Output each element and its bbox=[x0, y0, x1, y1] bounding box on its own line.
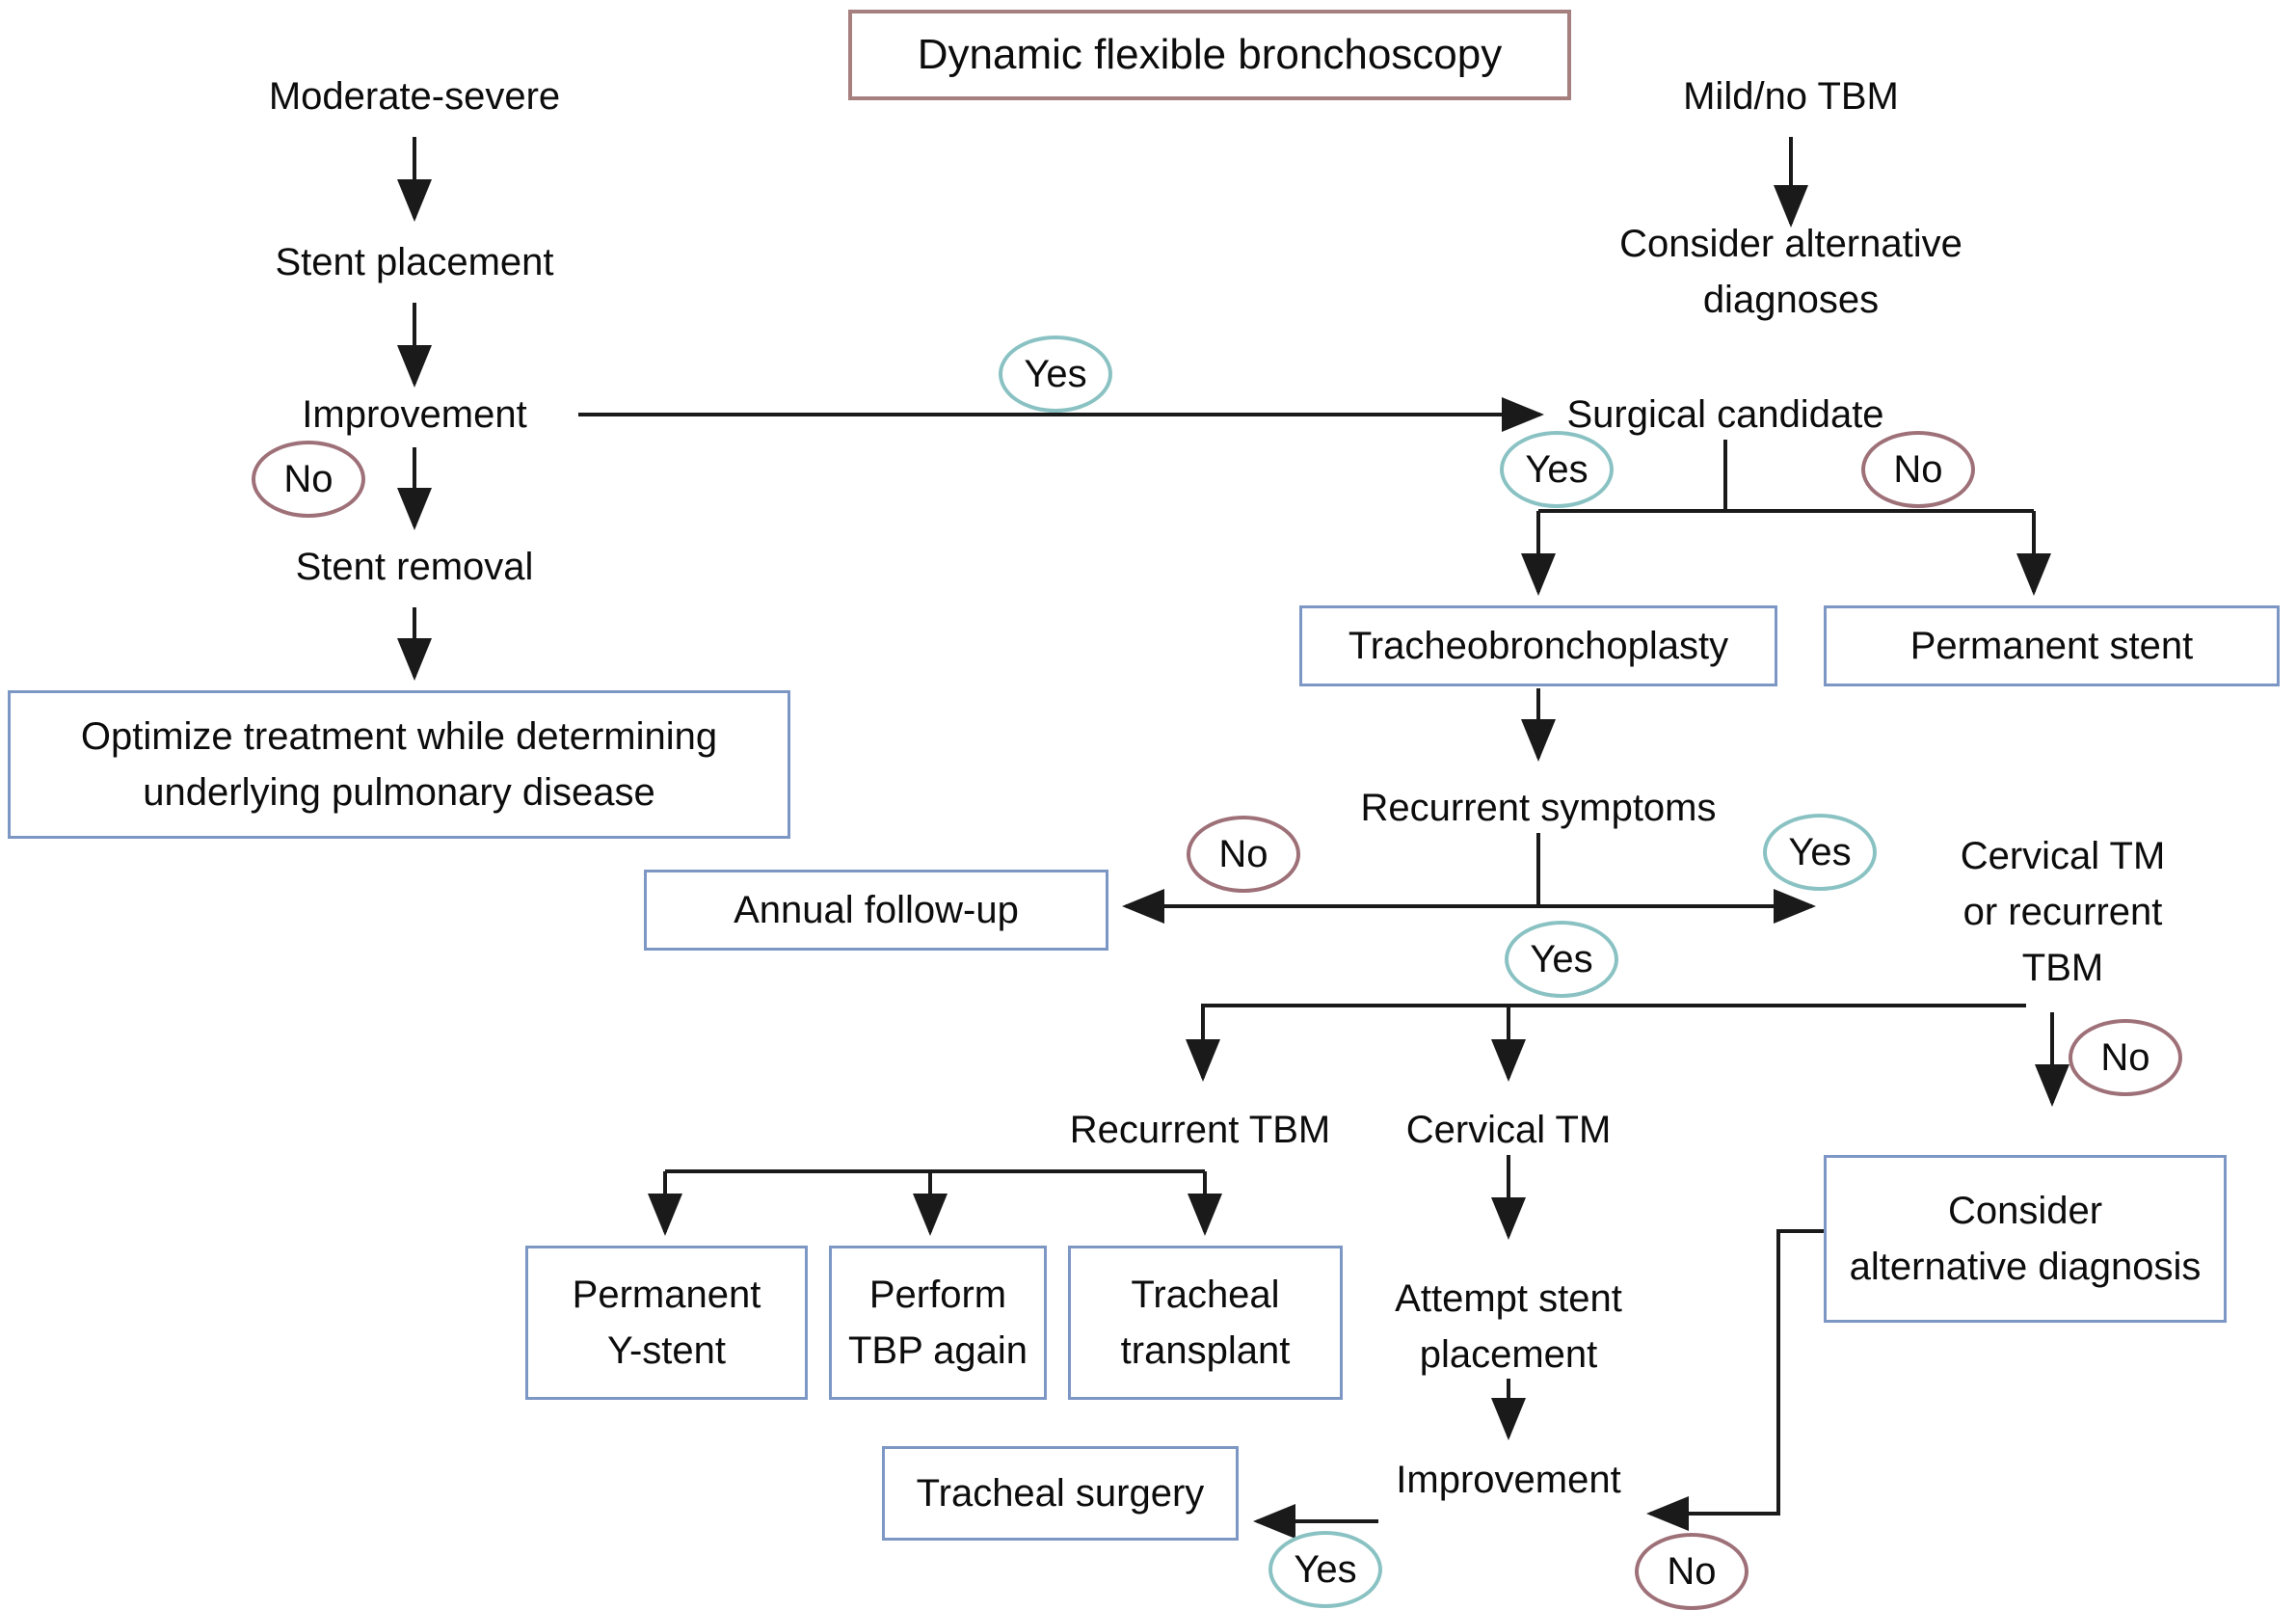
node-perform-tbp-again: Perform TBP again bbox=[829, 1246, 1047, 1400]
node-consider-alternative-diagnoses: Consider alternative diagnoses bbox=[1619, 223, 1962, 321]
node-tracheobronchoplasty: Tracheobronchoplasty bbox=[1299, 605, 1777, 686]
node-moderate-severe: Moderate-severe bbox=[268, 75, 561, 118]
decision-no-surgical-candidate: No bbox=[1861, 431, 1975, 508]
node-tracheal-surgery: Tracheal surgery bbox=[882, 1446, 1239, 1541]
decision-no-recurrent-symptoms: No bbox=[1187, 816, 1300, 893]
node-stent-placement: Stent placement bbox=[275, 241, 554, 283]
decision-yes-improvement-1: Yes bbox=[999, 335, 1112, 413]
decision-yes-surgical-candidate: Yes bbox=[1500, 431, 1614, 508]
node-consider-alternative-diagnosis: Consider alternative diagnosis bbox=[1824, 1155, 2227, 1323]
decision-no-improvement-2: No bbox=[1635, 1533, 1749, 1610]
node-optimize-treatment: Optimize treatment while determining und… bbox=[8, 690, 790, 839]
decision-no-cervical-or-recurrent: No bbox=[2069, 1019, 2182, 1096]
arrow-improvement-no-elbow-to-consider-alternative bbox=[1646, 1229, 1824, 1531]
node-tracheal-transplant: Tracheal transplant bbox=[1068, 1246, 1343, 1400]
node-cervical-tm: Cervical TM bbox=[1405, 1109, 1612, 1151]
decision-yes-cervical-or-recurrent: Yes bbox=[1505, 921, 1618, 998]
decision-yes-recurrent-symptoms: Yes bbox=[1763, 814, 1877, 891]
node-surgical-candidate: Surgical candidate bbox=[1566, 393, 1884, 436]
node-cervical-tm-or-recurrent-tbm: Cervical TM or recurrent TBM bbox=[1960, 835, 2166, 989]
node-annual-follow-up: Annual follow-up bbox=[644, 870, 1108, 951]
node-permanent-y-stent: Permanent Y-stent bbox=[525, 1246, 808, 1400]
decision-yes-improvement-2: Yes bbox=[1268, 1531, 1382, 1608]
node-stent-removal: Stent removal bbox=[295, 546, 534, 588]
node-recurrent-tbm: Recurrent TBM bbox=[1069, 1109, 1331, 1151]
node-mild-no-tbm: Mild/no TBM bbox=[1683, 75, 1899, 118]
node-permanent-stent: Permanent stent bbox=[1824, 605, 2280, 686]
node-recurrent-symptoms: Recurrent symptoms bbox=[1360, 787, 1717, 829]
node-dynamic-flexible-bronchoscopy: Dynamic flexible bronchoscopy bbox=[848, 10, 1571, 100]
arrow-yes-branch-to-recurrent-tbm bbox=[1186, 1004, 2026, 1082]
node-improvement-1: Improvement bbox=[302, 393, 527, 436]
decision-no-improvement-1: No bbox=[252, 441, 365, 518]
node-attempt-stent-placement: Attempt stent placement bbox=[1395, 1277, 1622, 1376]
node-improvement-2: Improvement bbox=[1396, 1459, 1621, 1501]
